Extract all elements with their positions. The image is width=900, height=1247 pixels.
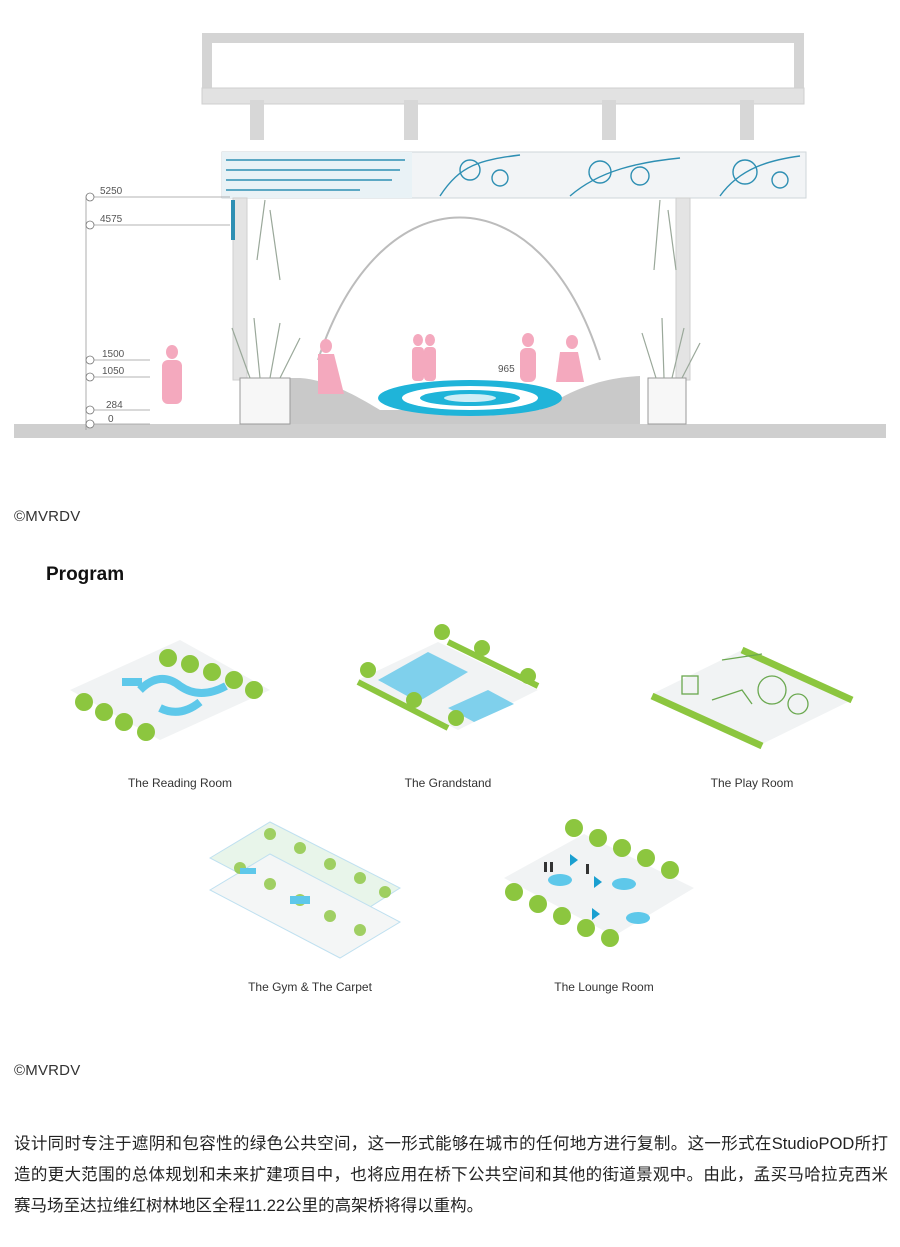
left-column: [232, 197, 248, 381]
dimension-lines: [85, 196, 230, 430]
diagram-label: The Gym & The Carpet: [248, 980, 372, 994]
diagram-gym-carpet: The Gym & The Carpet: [180, 818, 440, 994]
people: [162, 333, 584, 404]
lounge-room-illustration: [504, 819, 694, 947]
diagram-grandstand: The Grandstand: [318, 620, 578, 790]
diagram-label: The Reading Room: [127, 776, 233, 790]
dim-5250: 5250: [100, 186, 123, 197]
play-room-illustration: [650, 646, 854, 750]
plants: [231, 199, 701, 379]
pool: [378, 380, 562, 416]
section-svg: 5250 4575 1500 1050 284 0 965: [14, 33, 886, 438]
dim-4575: 4575: [100, 214, 123, 225]
left-planter: [239, 377, 291, 425]
diagram-lounge-room: The Lounge Room: [474, 818, 734, 994]
body-paragraph: 设计同时专注于遮阴和包容性的绿色公共空间，这一形式能够在城市的任何地方进行复制。…: [14, 1135, 888, 1215]
diagram-reading-room: The Reading Room: [50, 620, 310, 790]
dim-965: 965: [498, 364, 515, 375]
diagram-label: The Grandstand: [404, 776, 492, 790]
ground: [14, 424, 886, 438]
seating-mounds: [240, 376, 640, 424]
program-title: Program: [46, 564, 125, 585]
dim-284: 284: [106, 400, 123, 411]
gym-carpet-illustration: [208, 821, 402, 959]
bridge-structure: [201, 33, 805, 140]
right-planter: [647, 377, 687, 425]
dim-1050: 1050: [102, 366, 125, 377]
reading-room-illustration: [70, 640, 270, 741]
arch: [317, 216, 601, 361]
diagram-label: The Lounge Room: [554, 980, 654, 994]
dim-1500: 1500: [102, 349, 125, 360]
dim-0: 0: [108, 414, 114, 425]
mural-band: [221, 151, 807, 199]
diagram-label: The Play Room: [710, 776, 794, 790]
image-credit-1: ©MVRDV: [14, 508, 81, 525]
grandstand-illustration: [356, 624, 540, 731]
diagram-play-room: The Play Room: [622, 620, 882, 790]
image-credit-2: ©MVRDV: [14, 1062, 81, 1079]
section-drawing: 5250 4575 1500 1050 284 0 965: [0, 0, 900, 470]
